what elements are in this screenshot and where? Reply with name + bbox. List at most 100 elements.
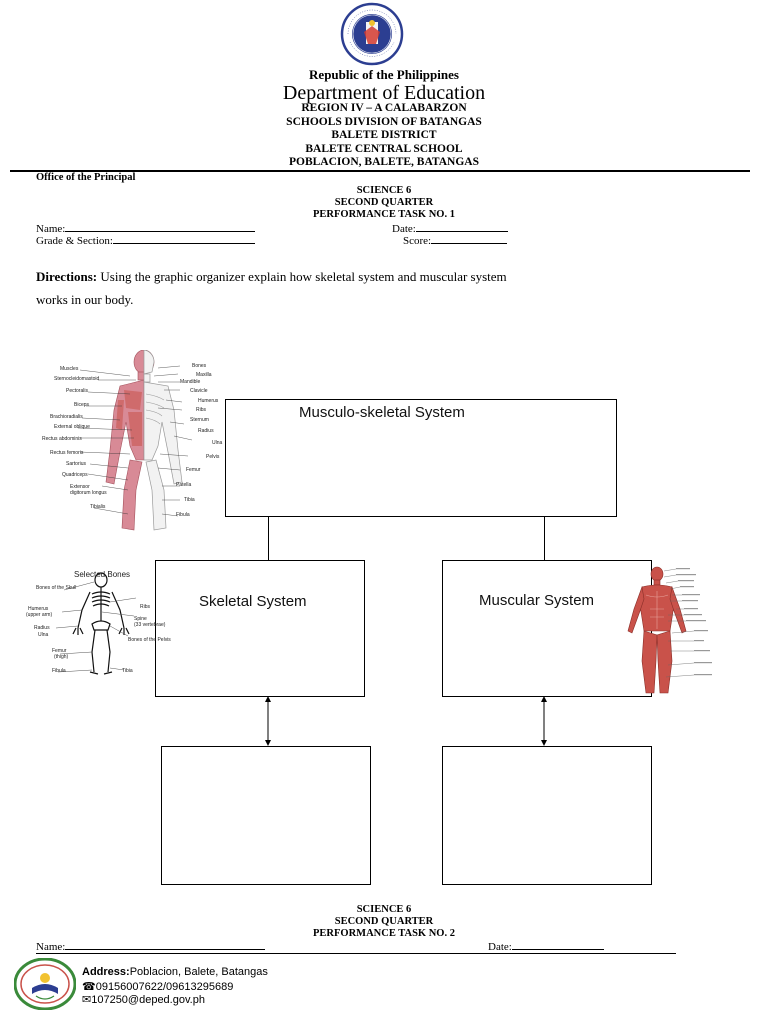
label-sk-thigh: (thigh) xyxy=(54,654,69,660)
skeleton-title: Selected Bones xyxy=(74,570,131,579)
label-muscles: Muscles xyxy=(60,366,79,372)
task1-subject: SCIENCE 6 xyxy=(356,185,412,196)
grade-blank[interactable] xyxy=(112,243,255,244)
label-sartorius: Sartorius xyxy=(66,461,87,467)
office-label: Office of the Principal xyxy=(36,172,136,183)
label-sk-vertebrae: (33 vertebrae) xyxy=(134,622,166,628)
task1-quarter: SECOND QUARTER xyxy=(334,197,434,208)
republic-heading: Republic of the Philippines xyxy=(309,67,459,82)
task2-date-label: Date: xyxy=(488,941,512,953)
task2-title: PERFORMANCE TASK NO. 2 xyxy=(313,928,455,939)
directions-line-1: Directions: Using the graphic organizer … xyxy=(36,269,507,285)
footer-divider xyxy=(36,953,676,954)
footer-phone-value: 09156007622/09613295689 xyxy=(95,981,234,993)
label-fibula: Fibula xyxy=(176,512,190,518)
footer-address-value: Poblacion, Balete, Batangas xyxy=(129,966,268,978)
name-blank[interactable] xyxy=(65,231,256,232)
label-bones: Bones xyxy=(192,363,207,369)
date-label: Date: xyxy=(392,223,416,235)
label-sk-ulna: Ulna xyxy=(38,632,49,638)
task2-quarter: SECOND QUARTER xyxy=(334,916,434,927)
score-label: Score: xyxy=(403,235,432,247)
label-bones-of-skull: Bones of the Skull xyxy=(36,585,77,591)
label-pectoralis: Pectoralis xyxy=(66,388,88,394)
task1-title: PERFORMANCE TASK NO. 1 xyxy=(313,209,455,220)
directions-text-1: Using the graphic organizer explain how … xyxy=(100,269,507,284)
department-heading: Department of Education xyxy=(282,82,486,104)
label-brachioradialis: Brachioradialis xyxy=(50,414,83,420)
task2-name-blank[interactable] xyxy=(65,949,266,950)
label-sternum: Sternum xyxy=(190,417,209,423)
label-sk-tibia: Tibia xyxy=(122,668,133,674)
region-line: REGION IV – A CALABARZON xyxy=(301,102,467,114)
label-clavicle: Clavicle xyxy=(190,388,208,394)
grade-label: Grade & Section: xyxy=(36,235,113,247)
task2-name-field[interactable]: Name: xyxy=(36,941,266,953)
label-pelvis: Pelvis xyxy=(206,454,220,460)
label-rectus-abdominis: Rectus abdominis xyxy=(42,436,82,442)
grade-section-field[interactable]: Grade & Section: xyxy=(36,235,255,247)
skeleton-figure xyxy=(55,572,137,675)
label-rectus-femoris: Rectus femoris xyxy=(50,450,84,456)
muscular-figure xyxy=(627,566,712,694)
label-ribs: Ribs xyxy=(196,407,207,413)
label-sternocleidomastoid: Sternocleidomastoid xyxy=(54,376,100,382)
label-sk-humerus: Humerus xyxy=(28,606,49,612)
footer-phone: ☎09156007622/09613295689 xyxy=(82,980,233,993)
score-blank[interactable] xyxy=(431,243,508,244)
task2-date-blank[interactable] xyxy=(511,949,604,950)
footer-email-value[interactable]: 107250@deped.gov.ph xyxy=(91,994,205,1006)
arrow-left xyxy=(265,696,271,746)
header-divider xyxy=(10,170,750,172)
district-line: BALETE DISTRICT xyxy=(331,129,437,141)
school-line: BALETE CENTRAL SCHOOL xyxy=(305,143,463,155)
name-field[interactable]: Name: xyxy=(36,223,256,235)
musculoskeletal-title: Musculo-skeletal System xyxy=(299,404,465,421)
label-patella: Patella xyxy=(176,482,192,488)
label-tibialis: Tibialis xyxy=(90,504,106,510)
label-ulna: Ulna xyxy=(212,440,223,446)
label-maxilla: Maxilla xyxy=(196,372,212,378)
task2-date-field[interactable]: Date: xyxy=(488,941,604,953)
label-sk-spine: Spine xyxy=(134,616,147,622)
label-sk-pelvis: Bones of the Pelvis xyxy=(128,637,171,643)
label-radius: Radius xyxy=(198,428,214,434)
label-sk-fibula: Fibula xyxy=(52,668,66,674)
connector-right xyxy=(544,516,545,560)
directions-label: Directions: xyxy=(36,269,98,284)
label-sk-radius: Radius xyxy=(34,625,50,631)
connector-left xyxy=(268,516,269,560)
date-blank[interactable] xyxy=(415,231,508,232)
task2-name-label: Name: xyxy=(36,941,66,953)
skeletal-answer-box[interactable] xyxy=(161,746,371,885)
muscular-system-box[interactable] xyxy=(442,560,652,697)
label-quadriceps: Quadriceps xyxy=(62,472,88,478)
label-femur: Femur xyxy=(186,467,201,473)
division-line: SCHOOLS DIVISION OF BATANGAS xyxy=(286,116,482,128)
label-biceps: Biceps xyxy=(74,402,90,408)
deped-seal xyxy=(340,2,404,66)
muscular-system-title: Muscular System xyxy=(479,592,595,609)
musculoskeletal-box[interactable] xyxy=(225,399,617,517)
footer-address-label: Address: xyxy=(82,966,130,978)
mail-icon: ✉ xyxy=(82,994,92,1006)
task2-subject: SCIENCE 6 xyxy=(356,904,412,915)
footer-email[interactable]: ✉107250@deped.gov.ph xyxy=(82,993,205,1006)
skeletal-system-title: Skeletal System xyxy=(199,593,307,610)
school-logo xyxy=(14,958,76,1010)
footer-address: Address:Poblacion, Balete, Batangas xyxy=(82,966,268,978)
label-sk-ribs: Ribs xyxy=(140,604,151,610)
name-label: Name: xyxy=(36,223,66,235)
skeletal-system-box[interactable] xyxy=(155,560,365,697)
label-mandible: Mandible xyxy=(180,379,201,385)
score-field[interactable]: Score: xyxy=(403,235,508,247)
label-sk-upper-arm: (upper arm) xyxy=(26,612,53,618)
phone-icon: ☎ xyxy=(82,981,96,993)
label-external-oblique: External oblique xyxy=(54,424,90,430)
directions-text-2: works in our body. xyxy=(36,292,134,307)
date-field[interactable]: Date: xyxy=(392,223,508,235)
label-humerus: Humerus xyxy=(198,398,219,404)
muscular-answer-box[interactable] xyxy=(442,746,652,885)
muscle-bone-figure xyxy=(77,350,193,531)
label-extensor-digitorum: Extensor digitorum longus xyxy=(70,484,107,496)
